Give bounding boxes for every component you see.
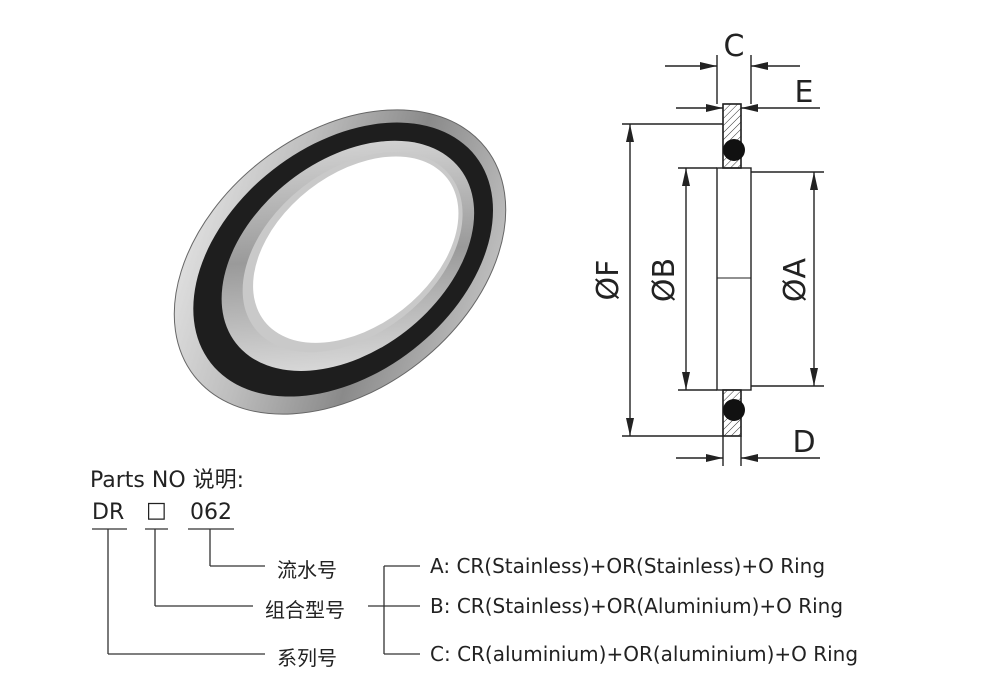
option-b: B: CR(Stainless)+OR(Aluminium)+O Ring <box>430 594 843 618</box>
option-a-text: CR(Stainless)+OR(Stainless)+O Ring <box>456 554 826 578</box>
option-a: A: CR(Stainless)+OR(Stainless)+O Ring <box>430 554 825 578</box>
dim-label-b: ØB <box>647 258 682 302</box>
option-b-text: CR(Stainless)+OR(Aluminium)+O Ring <box>456 594 844 618</box>
part-number-leaders <box>92 528 420 655</box>
label-serial-number: 流水号 <box>277 558 337 582</box>
option-c: C: CR(aluminium)+OR(aluminium)+O Ring <box>430 642 858 666</box>
dim-label-c: C <box>724 29 745 64</box>
label-combination-model: 组合型号 <box>265 598 345 622</box>
option-a-key: A: <box>430 554 451 578</box>
label-series-number: 系列号 <box>277 646 337 670</box>
option-b-key: B: <box>430 594 451 618</box>
technical-drawing <box>622 55 824 466</box>
parts-heading: Parts NO 说明: <box>90 468 245 493</box>
sealing-ring-illustration <box>173 109 507 415</box>
option-c-key: C: <box>430 642 451 666</box>
dim-label-d: D <box>792 425 815 460</box>
code-number: 062 <box>190 500 232 525</box>
option-c-text: CR(aluminium)+OR(aluminium)+O Ring <box>457 642 859 666</box>
dim-label-f: ØF <box>591 260 626 301</box>
code-box: □ <box>146 498 167 523</box>
dim-label-a: ØA <box>778 257 813 302</box>
dim-label-e: E <box>795 75 814 110</box>
code-prefix: DR <box>92 500 125 525</box>
